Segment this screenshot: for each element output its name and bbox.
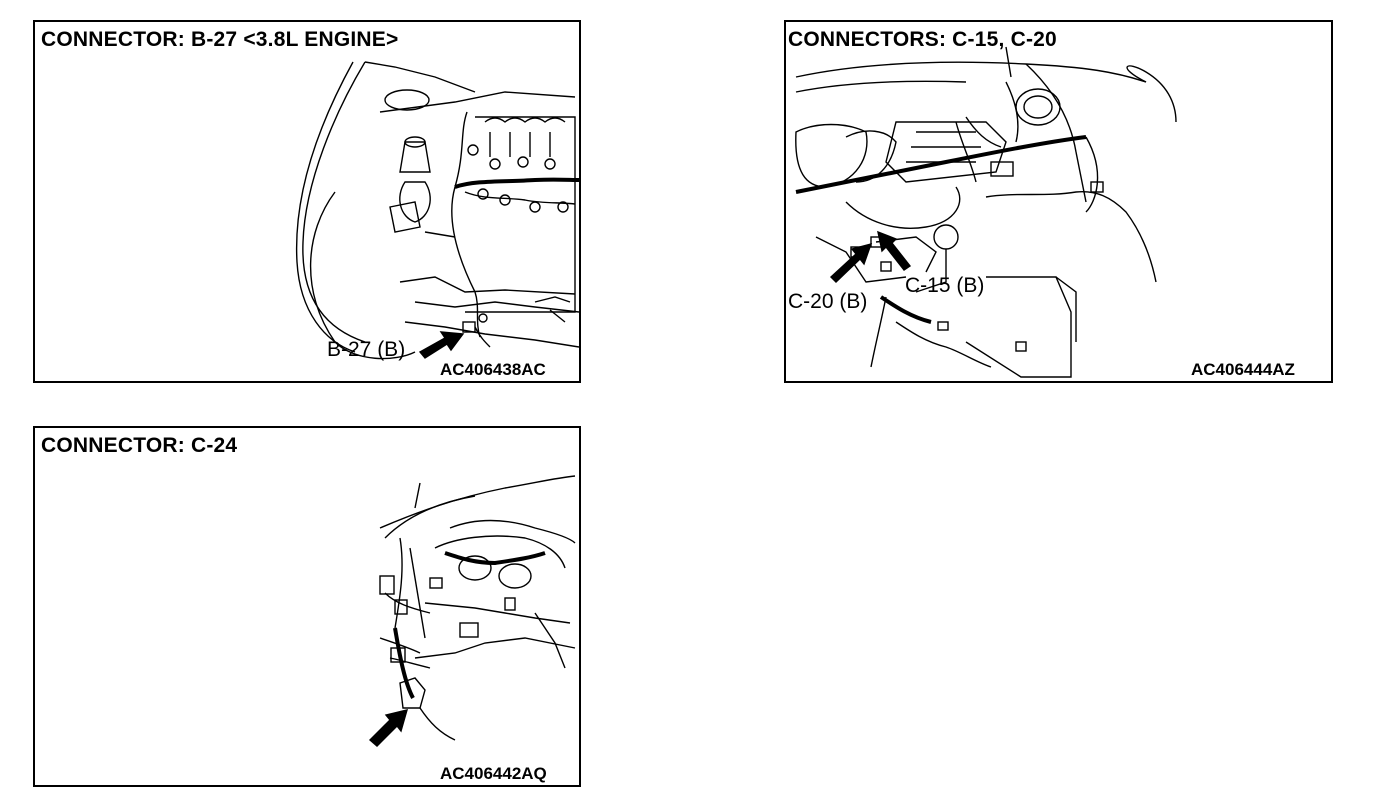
engine-bay-illustration (295, 61, 579, 360)
figure-code: AC406438AC (440, 360, 546, 379)
figure-code: AC406442AQ (440, 764, 547, 783)
connector-panel-c15-c20: CONNECTORS: C-15, C-20 (784, 20, 1333, 383)
panel-title: CONNECTORS: C-15, C-20 (788, 28, 1057, 51)
callout-label: C-20 (B) (788, 290, 868, 313)
instrument-panel-illustration (795, 46, 1177, 378)
panel-title: CONNECTOR: B-27 <3.8L ENGINE> (41, 28, 399, 51)
figure-code: AC406444AZ (1191, 360, 1295, 379)
callout-label: B-27 (B) (327, 338, 406, 361)
dashboard-harness-illustration (368, 475, 576, 747)
connector-panel-b27: CONNECTOR: B-27 <3.8L ENGINE> (33, 20, 581, 383)
callout-label: C-15 (B) (905, 274, 985, 297)
connector-panel-c24: CONNECTOR: C-24 AC406442AQ (33, 426, 581, 787)
panel-title: CONNECTOR: C-24 (41, 434, 238, 457)
